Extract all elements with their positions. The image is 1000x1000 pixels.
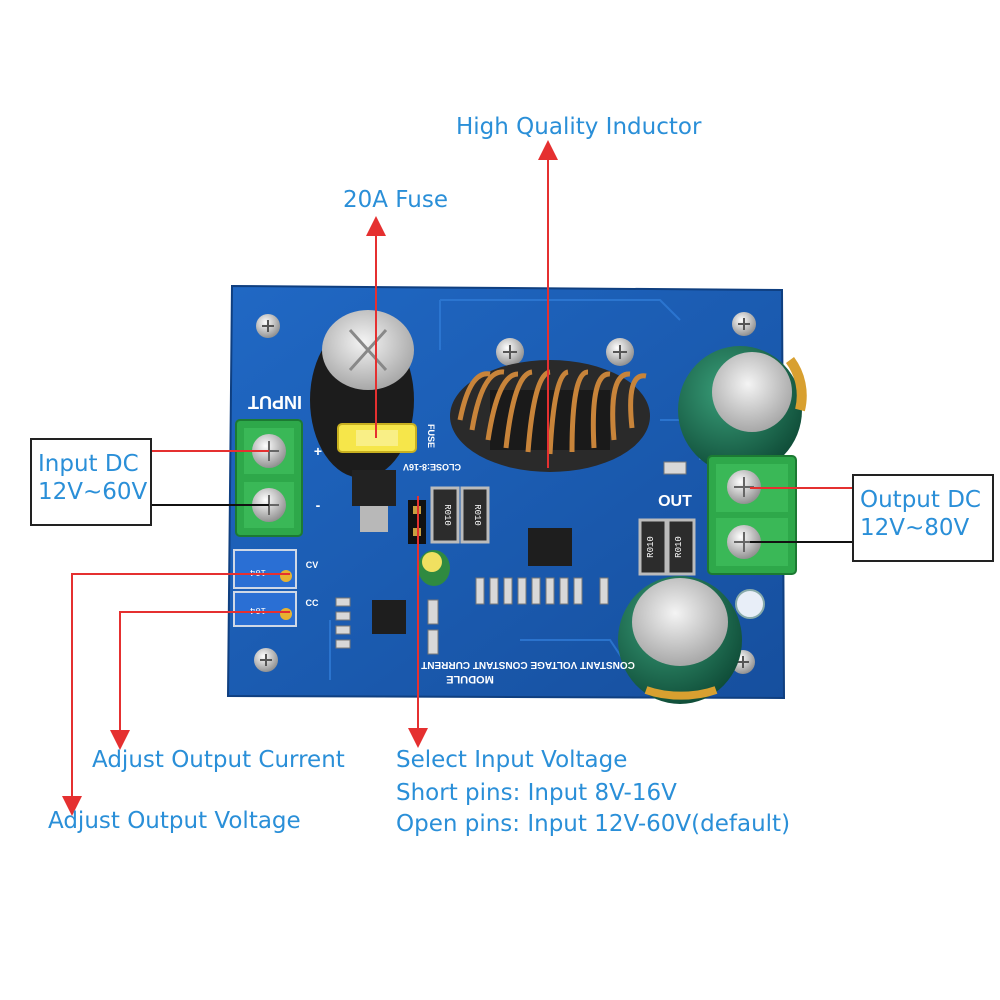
label-adjust-current: Adjust Output Current	[92, 747, 345, 773]
smd-components	[335, 461, 687, 655]
silk-input-label: INPUT	[248, 392, 302, 412]
silk-jumper-label: CLOSE:8-16V	[403, 462, 461, 472]
label-short-pins: Short pins: Input 8V-16V	[396, 780, 677, 806]
silk-output-label: OUT	[658, 493, 692, 510]
output-dc-box: Output DC 12V~80V	[852, 474, 994, 562]
silk-plus: +	[314, 443, 322, 459]
power-led	[735, 589, 765, 619]
output-capacitor-top	[678, 346, 807, 474]
silk-module-line2: MODULE	[446, 673, 494, 685]
label-output-dc: Output DC	[860, 487, 981, 513]
silk-cv-label: CV	[306, 560, 319, 570]
label-adjust-voltage: Adjust Output Voltage	[48, 808, 301, 834]
label-open-pins: Open pins: Input 12V-60V(default)	[396, 811, 791, 837]
output-terminal-block	[707, 455, 797, 575]
arrow-adjust-voltage	[62, 573, 290, 816]
pot-2-label: 104	[250, 605, 266, 615]
silk-fuse-label: FUSE	[426, 424, 436, 448]
shunt-resistors	[430, 486, 696, 576]
label-select-input: Select Input Voltage	[396, 747, 628, 773]
label-fuse: 20A Fuse	[343, 187, 448, 213]
resistor-4-label: R010	[674, 536, 684, 558]
potentiometers	[233, 549, 297, 627]
regulator-ic	[352, 470, 396, 532]
label-input-range: 12V~60V	[38, 479, 148, 505]
label-output-range: 12V~80V	[860, 515, 970, 541]
mounting-screws	[254, 312, 756, 674]
control-ic	[372, 528, 572, 634]
resistor-1-label: R010	[442, 504, 452, 526]
output-capacitor-bottom	[618, 576, 742, 704]
pot-1-label: 104	[250, 567, 266, 577]
callout-arrows	[62, 140, 558, 816]
arrow-adjust-current	[110, 611, 290, 750]
small-capacitor	[418, 550, 450, 586]
resistor-2-label: R010	[472, 504, 482, 526]
silk-module-line1: CONSTANT VOLTAGE CONSTANT CURRENT	[421, 659, 635, 670]
resistor-3-label: R010	[646, 536, 656, 558]
inductor	[450, 360, 650, 472]
silk-minus: -	[316, 497, 321, 513]
label-inductor: High Quality Inductor	[456, 114, 702, 140]
input-terminal-block	[235, 419, 303, 537]
input-dc-box: Input DC 12V~60V	[30, 438, 152, 526]
silk-cc-label: CC	[306, 598, 319, 608]
label-input-dc: Input DC	[38, 451, 139, 477]
